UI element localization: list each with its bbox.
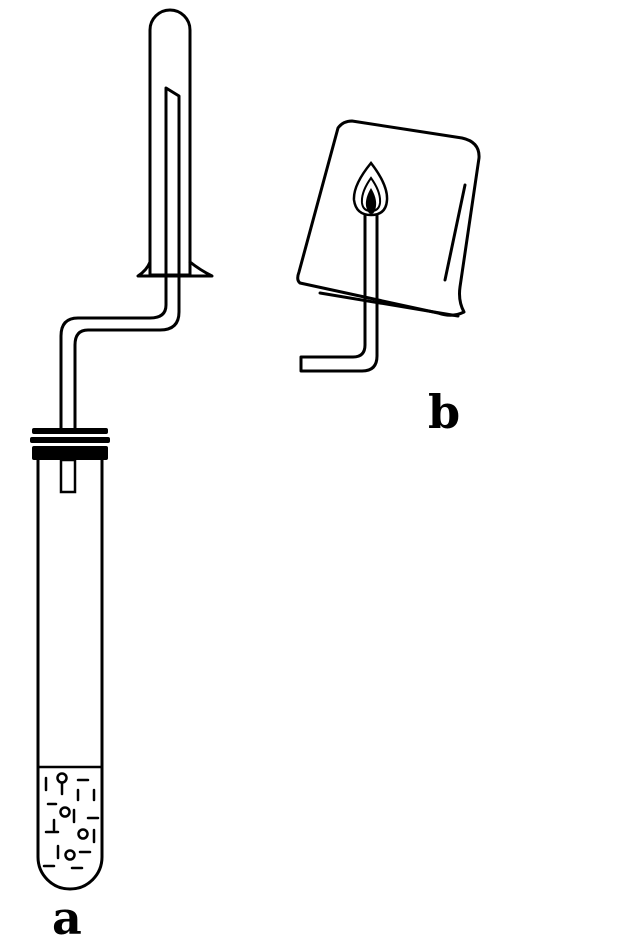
gas-collection-tube xyxy=(136,8,214,278)
delivery-tube xyxy=(59,274,181,432)
flame-icon xyxy=(352,160,389,217)
label-b: b xyxy=(428,385,460,439)
jet-tube xyxy=(299,210,379,373)
test-tube xyxy=(36,458,104,891)
rubber-stopper xyxy=(30,428,110,494)
label-a: a xyxy=(52,891,82,943)
inverted-beaker xyxy=(296,119,481,318)
